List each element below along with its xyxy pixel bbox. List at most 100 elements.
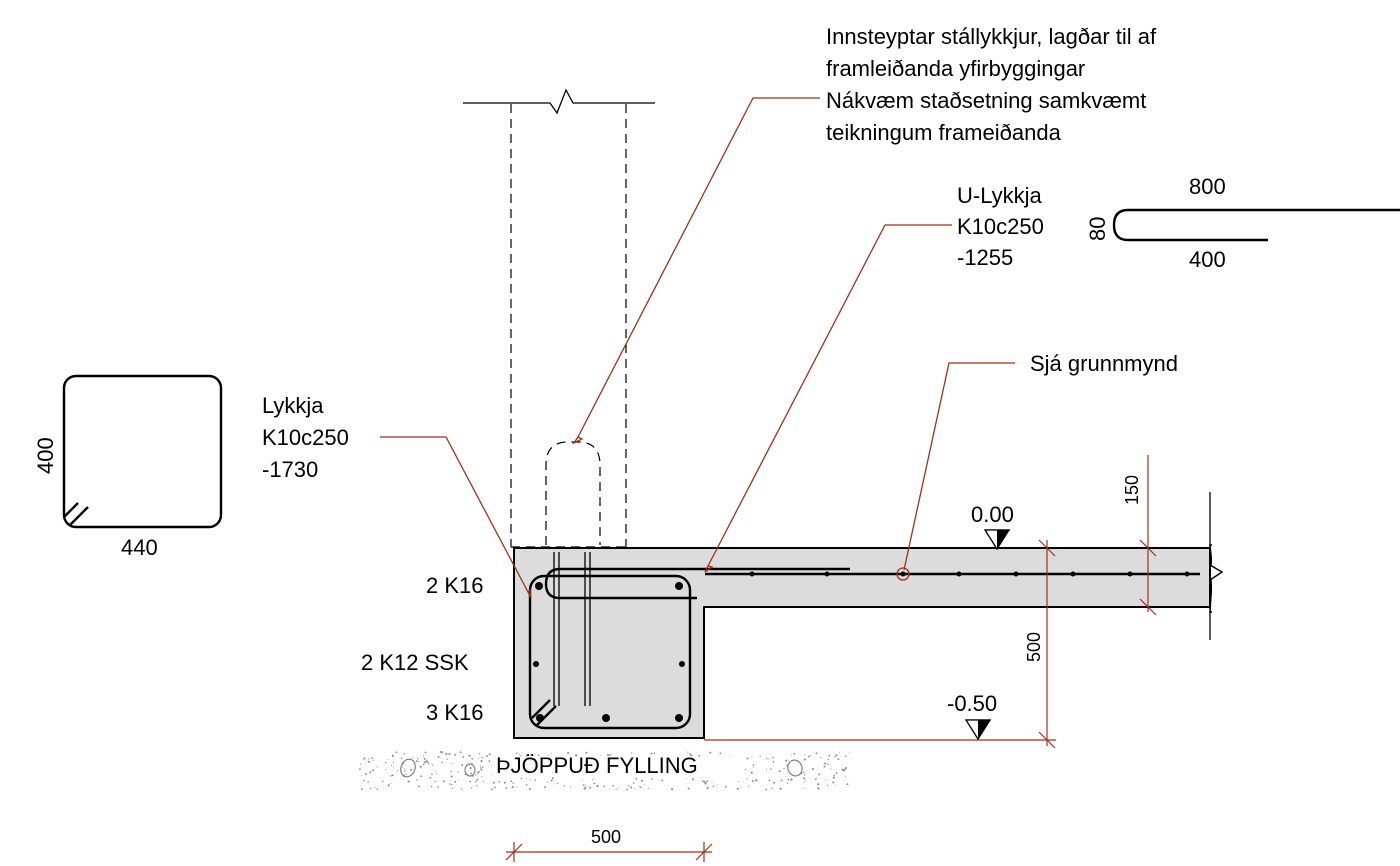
gravel-dot — [653, 752, 656, 754]
gravel-dot — [410, 768, 412, 771]
gravel-dot — [392, 761, 394, 763]
gravel-dot — [360, 763, 362, 765]
gravel-dot — [846, 783, 849, 786]
gravel-dot — [415, 760, 418, 763]
gravel-dot — [393, 767, 395, 769]
u-bar-title: U-Lykkja — [957, 183, 1043, 208]
gravel-dot — [563, 785, 566, 787]
gravel-dot — [537, 754, 540, 756]
gravel-dot — [707, 786, 709, 788]
gravel-dot — [498, 780, 501, 783]
gravel-dot — [468, 764, 470, 766]
level-marker-bottom — [964, 719, 992, 741]
gravel-dot — [818, 773, 821, 776]
note-line-2: framleiðanda yfirbyggingar — [826, 56, 1085, 81]
u-dim-top: 800 — [1189, 174, 1226, 199]
gravel-dot — [430, 785, 433, 788]
gravel-dot — [454, 781, 456, 783]
gravel-dot — [837, 758, 840, 761]
gravel-dot — [791, 754, 793, 756]
gravel-dot — [519, 753, 521, 755]
gravel-dot — [785, 776, 787, 778]
gravel-dot — [609, 789, 611, 790]
gravel-dot — [481, 756, 484, 759]
gravel-dot — [773, 781, 776, 784]
gravel-dot — [520, 777, 523, 780]
gravel-dot — [752, 767, 754, 769]
gravel-dot — [603, 785, 606, 788]
gravel-dot — [420, 775, 423, 778]
gravel-dot — [404, 770, 406, 772]
gravel-dot — [805, 780, 806, 782]
footing-stirrup — [528, 574, 692, 730]
gravel-dot — [458, 779, 460, 781]
level-marker-top — [983, 529, 1011, 551]
gravel-dot — [434, 780, 436, 783]
gravel-dot — [729, 755, 731, 757]
gravel-dot — [755, 779, 758, 782]
gravel-dot — [461, 788, 463, 790]
gravel-dot — [441, 761, 443, 764]
loop-dim-side: 400 — [33, 437, 58, 474]
gravel-dot — [475, 780, 477, 783]
gravel-dot — [374, 787, 376, 789]
gravel-dot — [446, 754, 448, 756]
loop-bar-shape-sketch — [62, 374, 223, 529]
gravel-dot — [834, 755, 836, 758]
gravel-dot — [834, 784, 836, 785]
gravel-dot — [470, 772, 472, 775]
gravel-dot — [634, 788, 636, 790]
gravel-dot — [359, 768, 361, 771]
gravel-dot — [400, 757, 403, 759]
see-plan-note: Sjá grunnmynd — [1030, 351, 1178, 376]
gravel-dot — [635, 777, 638, 780]
gravel-dot — [567, 751, 570, 754]
gravel-stone — [464, 763, 476, 777]
gravel-dot — [360, 788, 363, 791]
gravel-dot — [450, 780, 451, 782]
gravel-dot — [832, 781, 835, 784]
gravel-dot — [765, 788, 768, 791]
gravel-dot — [711, 781, 713, 783]
gravel-dot — [385, 769, 387, 771]
gravel-dot — [631, 752, 633, 754]
dim-500-horizontal-label: 500 — [591, 827, 621, 847]
gravel-dot — [832, 776, 836, 779]
gravel-dot — [802, 788, 804, 790]
gravel-dot — [778, 770, 781, 773]
gravel-dot — [431, 764, 433, 765]
gravel-dot — [709, 751, 712, 754]
gravel-dot — [387, 784, 390, 787]
gravel-dot — [478, 757, 480, 759]
gravel-dot — [814, 778, 817, 781]
gravel-dot — [827, 763, 829, 766]
concrete-section — [513, 492, 1252, 739]
gravel-dot — [785, 759, 788, 762]
gravel-dot — [452, 763, 454, 765]
gravel-dot — [702, 780, 704, 782]
gravel-dot — [610, 754, 612, 756]
gravel-dot — [569, 786, 572, 788]
gravel-dot — [436, 773, 438, 775]
gravel-dot — [494, 786, 496, 789]
gravel-dot — [457, 771, 459, 773]
gravel-dot — [395, 751, 398, 753]
gravel-dot — [772, 756, 774, 759]
gravel-dot — [482, 766, 484, 769]
gravel-dot — [650, 778, 653, 780]
gravel-dot — [550, 779, 553, 782]
gravel-dot — [618, 787, 620, 789]
gravel-dot — [719, 752, 722, 755]
gravel-dot — [716, 783, 718, 785]
gravel-dot — [607, 753, 610, 757]
gravel-dot — [844, 767, 847, 770]
gravel-dot — [803, 781, 805, 783]
gravel-dot — [363, 779, 365, 782]
gravel-dot — [369, 771, 372, 774]
gravel-dot — [639, 786, 642, 788]
gravel-dot — [817, 787, 820, 790]
gravel-dot — [804, 774, 806, 776]
gravel-dot — [752, 764, 755, 767]
gravel-dot — [803, 771, 805, 773]
